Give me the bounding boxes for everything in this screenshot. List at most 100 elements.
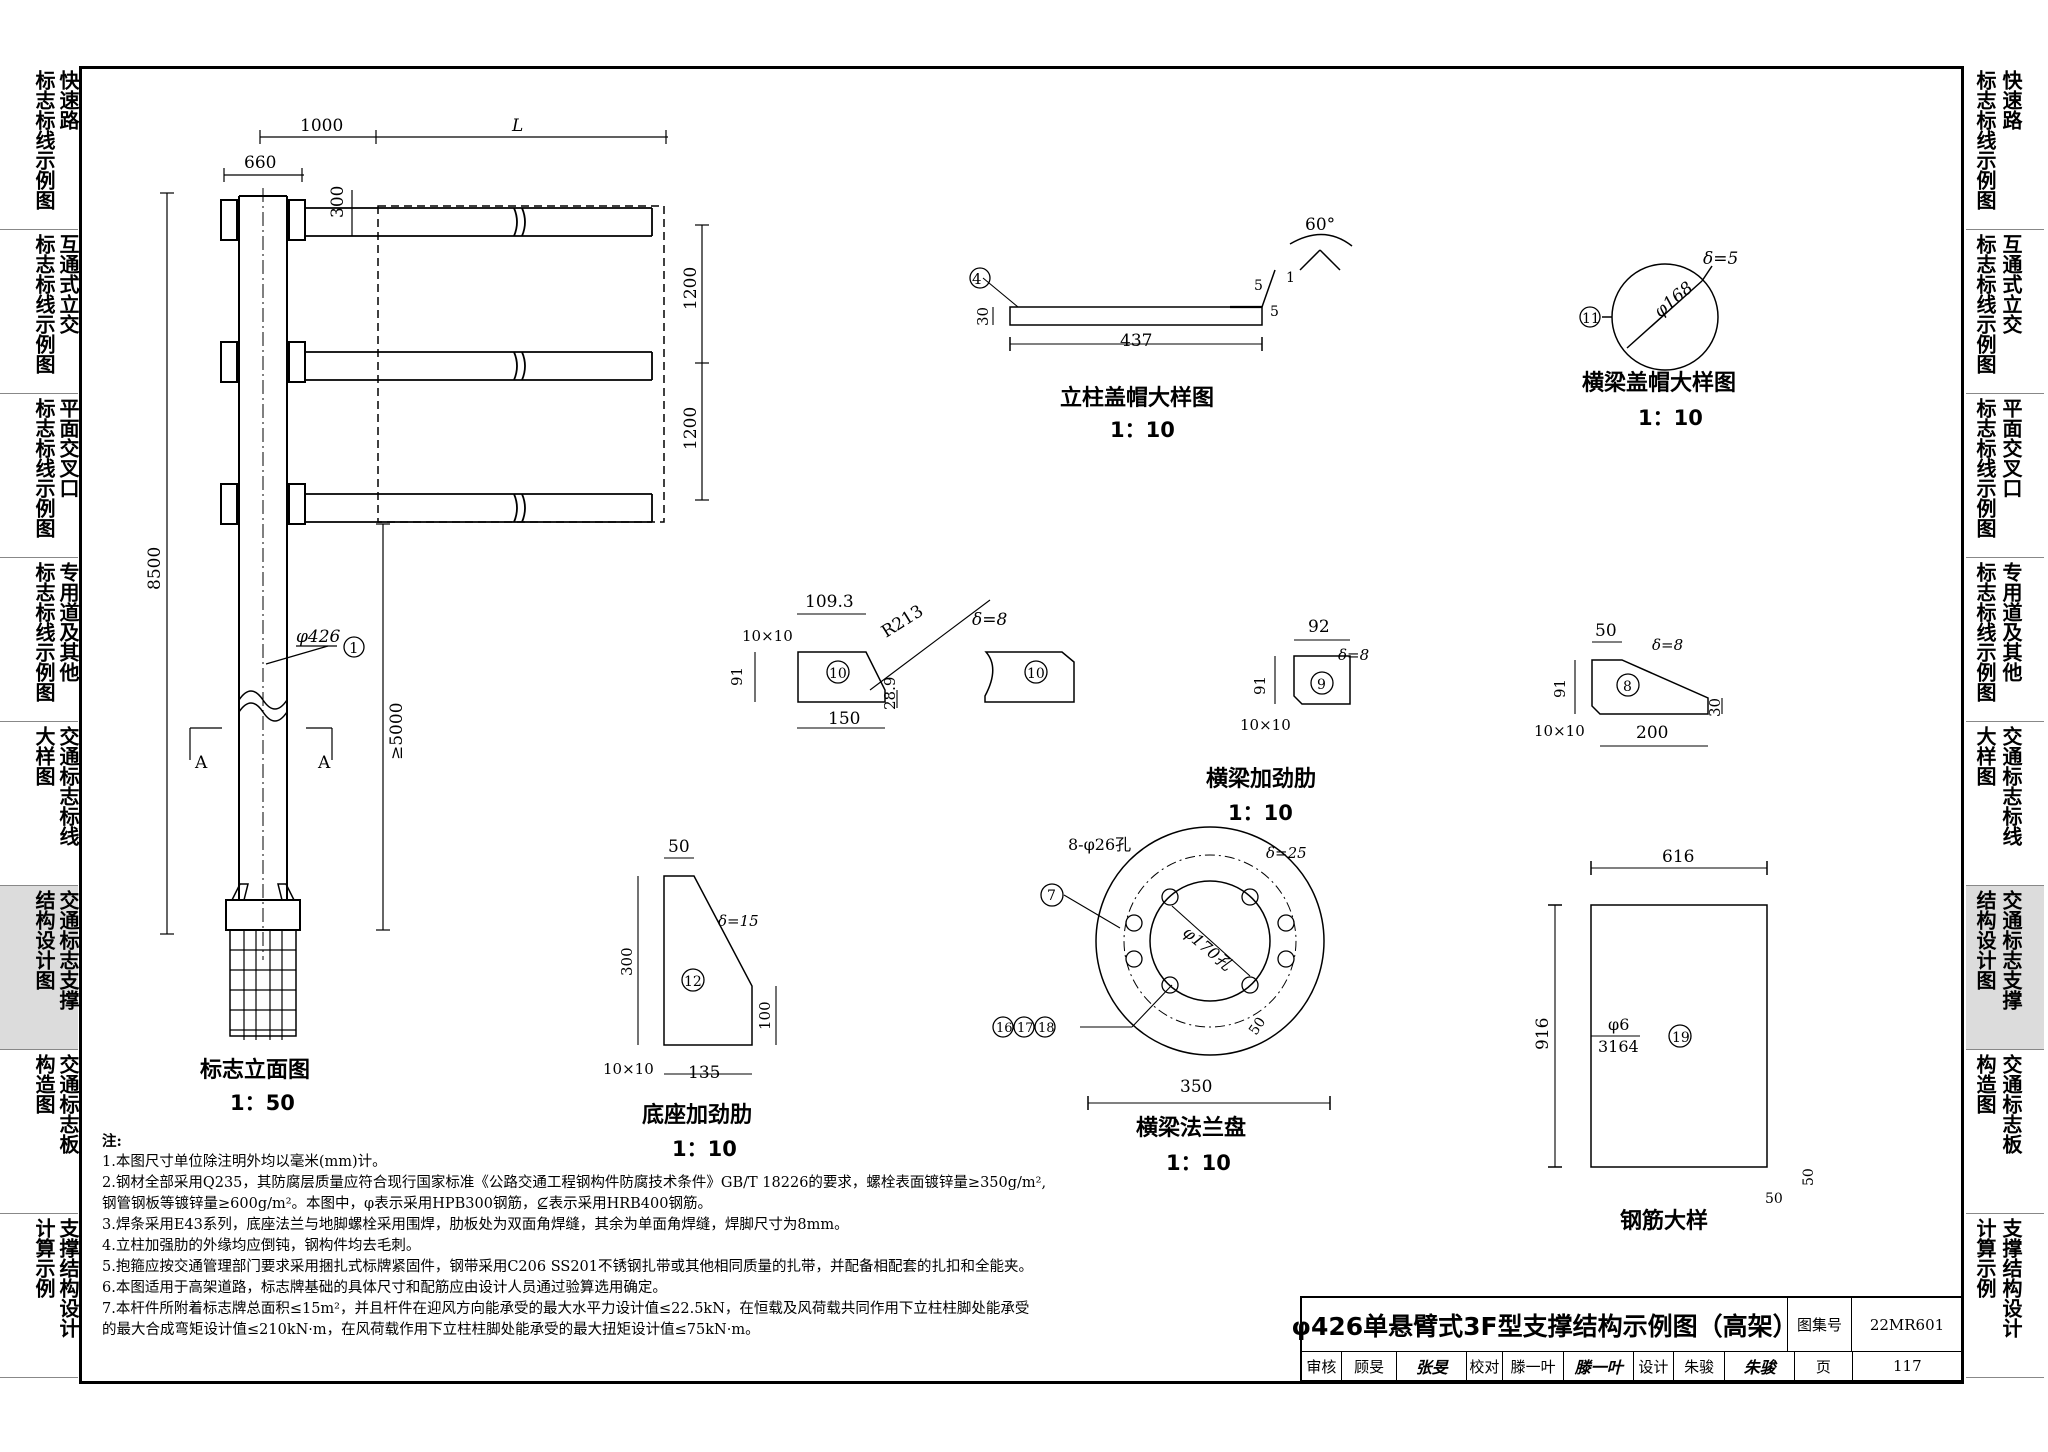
stiff10-no-b: 10 [1027, 666, 1045, 682]
rebar-bar: φ6 [1608, 1015, 1629, 1034]
sidebar-section-5[interactable]: 大样图交通标志标线 [0, 722, 80, 886]
stiff8-no: 8 [1623, 679, 1632, 695]
sidebar-left-3-col1: 标志标线示例图 [32, 398, 56, 538]
sidebar-right-8-col2: 支撑结构设计 [1999, 1218, 2023, 1338]
sidebar-section-7[interactable]: 构造图交通标志板 [1966, 1050, 2044, 1214]
stiff9-10x10: 10×10 [1240, 716, 1291, 734]
flange-holes: 8-φ26孔 [1068, 835, 1131, 854]
sidebar-section-6[interactable]: 结构设计图交通标志支撑 [1966, 886, 2044, 1050]
base-135: 135 [688, 1063, 720, 1083]
note-line: 的最大合成弯矩设计值≤210kN·m，在风荷载作用下立柱柱脚处能承受的最大扭矩设… [102, 1322, 760, 1338]
flange-no: 7 [1047, 888, 1056, 904]
sidebar-left-8-col2: 支撑结构设计 [56, 1218, 80, 1338]
pipe-label: φ426 [296, 627, 341, 647]
sidebar-right-6-col1: 结构设计图 [1973, 890, 1997, 990]
sidebar-left-3-col2: 平面交叉口 [56, 398, 80, 498]
sidebar-left-7-col2: 交通标志板 [56, 1054, 80, 1154]
flange-title: 横梁法兰盘 [1136, 1115, 1246, 1141]
sidebar-left-6-col1: 结构设计图 [32, 890, 56, 990]
sidebar-section-7[interactable]: 构造图交通标志板 [0, 1050, 80, 1214]
sidebar-section-3[interactable]: 标志标线示例图平面交叉口 [1966, 394, 2044, 558]
stiff9-no: 9 [1317, 677, 1326, 693]
column-cap-angle: 60° [1305, 215, 1335, 235]
drawing-title: φ426单悬臂式3F型支撑结构示例图（高架） [1291, 1311, 1798, 1341]
rebar-no: 19 [1672, 1030, 1690, 1046]
sidebar-section-2[interactable]: 标志标线示例图互通式立交 [0, 230, 80, 394]
designer: 朱骏 [1674, 1352, 1726, 1380]
base-scale: 1：10 [672, 1137, 737, 1161]
stiff8-200: 200 [1636, 723, 1668, 743]
stiff8-10x10: 10×10 [1534, 722, 1585, 740]
stiff10-91: 91 [728, 667, 746, 686]
beam-stiff-title: 横梁加劲肋 [1206, 767, 1316, 792]
sidebar-section-3[interactable]: 标志标线示例图平面交叉口 [0, 394, 80, 558]
pipe-no: 1 [349, 639, 359, 657]
sidebar-section-1[interactable]: 标志标线示例图快速路 [0, 66, 80, 230]
column-cap-5a: 5 [1254, 278, 1263, 294]
design-notes: 注: 1.本图尺寸单位除注明外均以毫米(mm)计。 2.钢材全部采用Q235，其防… [102, 1131, 1292, 1341]
drawing-title-cell: φ426单悬臂式3F型支撑结构示例图（高架） [1291, 1298, 1798, 1351]
note-line: 5.抱箍应按交通管理部门要求采用捆扎式标牌紧固件，钢带采用C206 SS201不… [102, 1259, 1033, 1275]
note-line: 2.钢材全部采用Q235，其防腐层质量应符合现行国家标准《公路交通工程钢构件防腐… [102, 1175, 1047, 1191]
sidebar-left-8-col1: 计算示例 [32, 1218, 56, 1298]
sidebar-section-8[interactable]: 计算示例支撑结构设计 [1966, 1214, 2044, 1378]
sidebar-section-2[interactable]: 标志标线示例图互通式立交 [1966, 230, 2044, 394]
sidebar-right-8-col1: 计算示例 [1973, 1218, 1997, 1298]
review-signature: 张旻 [1397, 1352, 1467, 1380]
atlas-no: 22MR601 [1869, 1315, 1945, 1334]
left-sidebar: 标志标线示例图快速路标志标线示例图互通式立交标志标线示例图平面交叉口标志标线示例… [0, 66, 80, 1378]
base-no: 12 [684, 974, 702, 990]
flange-350: 350 [1180, 1077, 1212, 1097]
sidebar-section-6[interactable]: 结构设计图交通标志支撑 [0, 886, 80, 1050]
stiff10-1093: 109.3 [805, 592, 854, 612]
stiffener-8 [1574, 641, 1723, 747]
drawing-frame [79, 66, 1964, 1384]
check-signature: 滕一叶 [1564, 1352, 1634, 1380]
section-a-right: A [317, 753, 331, 773]
column-cap-437: 437 [1120, 331, 1152, 351]
stiff9-92: 92 [1308, 617, 1330, 637]
elevation-scale: 1：50 [230, 1091, 295, 1115]
notes-label: 注: [102, 1133, 122, 1150]
dim-1200-upper: 1200 [681, 267, 701, 310]
sidebar-section-8[interactable]: 计算示例支撑结构设计 [0, 1214, 80, 1378]
rebar-616: 616 [1662, 847, 1694, 867]
beam-cap-title: 横梁盖帽大样图 [1582, 370, 1736, 396]
sidebar-section-4[interactable]: 标志标线示例图专用道及其他 [1966, 558, 2044, 722]
beam-cap-detail [1579, 263, 1719, 371]
rebar-916: 916 [1533, 1018, 1553, 1050]
stiff8-delta: δ=8 [1652, 636, 1683, 654]
beam-cap-delta: δ=5 [1703, 249, 1738, 269]
flange-no-16: 16 [996, 1021, 1013, 1036]
beam-cap-scale: 1：10 [1638, 406, 1703, 430]
rebar-50b: 50 [1765, 1191, 1783, 1207]
design-label: 设计 [1634, 1352, 1674, 1380]
sidebar-left-2-col1: 标志标线示例图 [32, 234, 56, 374]
base-10x10: 10×10 [603, 1060, 654, 1078]
sidebar-section-5[interactable]: 大样图交通标志标线 [1966, 722, 2044, 886]
stiffener-10 [754, 599, 1075, 729]
dim-L: L [511, 116, 523, 136]
flange-scale: 1：10 [1166, 1151, 1231, 1175]
flange-no-18: 18 [1038, 1021, 1055, 1036]
section-a-left: A [194, 753, 208, 773]
note-line: 钢管钢板等镀锌量≥600g/m²。本图中，φ表示采用HPB300钢筋，⊈表示采用… [102, 1196, 712, 1212]
sidebar-section-1[interactable]: 标志标线示例图快速路 [1966, 66, 2044, 230]
base-50: 50 [668, 837, 690, 857]
note-line: 7.本杆件所附着标志牌总面积≤15m²，并且杆件在迎风方向能承受的最大水平力设计… [102, 1301, 1030, 1317]
rebar-detail [1548, 861, 1768, 1168]
note-line: 1.本图尺寸单位除注明外均以毫米(mm)计。 [102, 1154, 387, 1170]
base-title: 底座加劲肋 [642, 1102, 752, 1128]
beam-stiff-scale: 1：10 [1228, 801, 1293, 825]
sidebar-left-6-col2: 交通标志支撑 [56, 890, 80, 1010]
flange-no-17: 17 [1017, 1021, 1034, 1036]
sidebar-left-4-col1: 标志标线示例图 [32, 562, 56, 702]
dim-1200-lower: 1200 [681, 407, 701, 450]
column-cap-1: 1 [1286, 270, 1295, 286]
stiff8-30: 30 [1706, 698, 1724, 717]
note-line: 4.立柱加强肋的外缘均应倒钝，钢构件均去毛刺。 [102, 1238, 421, 1254]
title-block: φ426单悬臂式3F型支撑结构示例图（高架） 图集号 22MR601 审核 顾旻… [1291, 1296, 1964, 1384]
sidebar-section-4[interactable]: 标志标线示例图专用道及其他 [0, 558, 80, 722]
flange-center: φ170孔 [1179, 923, 1236, 975]
sidebar-left-1-col2: 快速路 [56, 70, 80, 130]
